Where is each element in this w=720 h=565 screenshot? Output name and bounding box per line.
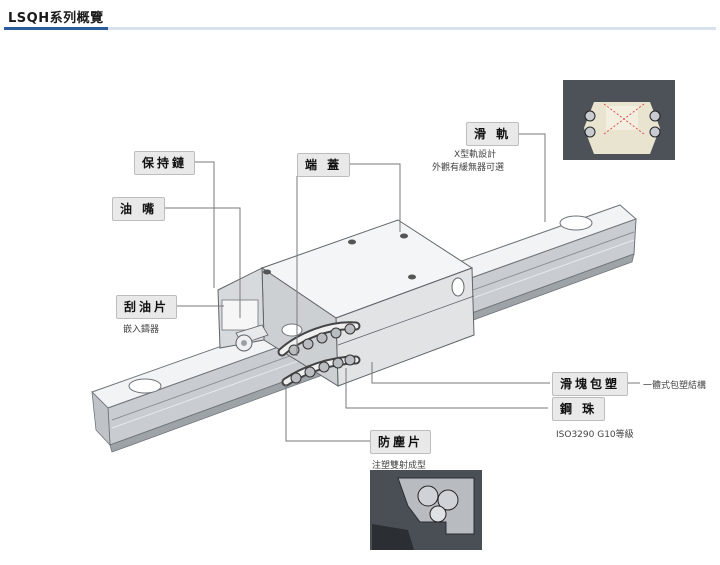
seal-note: 注塑雙射成型 <box>372 461 427 471</box>
rail-label: 滑 軌 <box>466 122 520 146</box>
wiper-note: 嵌入鑄器 <box>123 325 160 335</box>
header-divider-accent <box>4 27 108 30</box>
block-molding-label: 滑塊包塑 <box>552 372 629 396</box>
seal-label: 防塵片 <box>370 430 432 454</box>
steel-ball-label: 鋼 珠 <box>552 397 606 421</box>
retainer-chain-label: 保持鏈 <box>134 151 196 175</box>
wiper-label: 刮油片 <box>116 295 178 319</box>
cross-section-inset <box>563 80 675 160</box>
ball-retainer <box>277 321 361 387</box>
rail-note-2: 外觀有緩無器可選 <box>432 163 505 173</box>
header-divider <box>4 27 716 30</box>
block-molding-note: 一體式包塑結構 <box>643 381 707 391</box>
end-cap-label: 端 蓋 <box>297 153 351 177</box>
page-title: LSQH系列概覽 <box>8 11 104 26</box>
grease-nipple-label: 油 嘴 <box>112 197 166 221</box>
leader-lines <box>163 133 640 442</box>
seal-inset <box>370 470 482 550</box>
steel-ball-note: ISO3290 G10等級 <box>556 430 634 440</box>
carriage-block <box>260 219 475 387</box>
rail-note-1: X型軌設計 <box>454 150 497 160</box>
